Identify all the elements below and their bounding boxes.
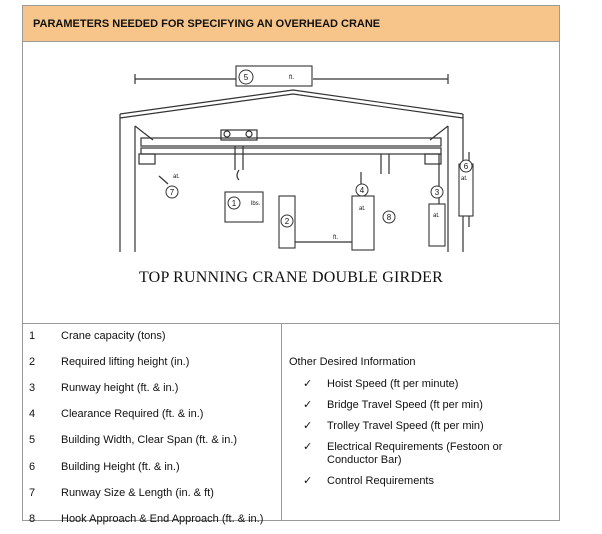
param-label: Runway Size & Length (in. & ft) (61, 487, 214, 499)
param-row: 6 Building Height (ft. & in.) (23, 458, 281, 476)
span-unit: ft. (289, 75, 294, 81)
span-box (235, 65, 313, 87)
callout-1 (227, 196, 241, 210)
diagram-caption: TOP RUNNING CRANE DOUBLE GIRDER (139, 269, 443, 286)
other-info-label: Trolley Travel Speed (ft per min) (327, 420, 484, 432)
other-info-label: Hoist Speed (ft per minute) (327, 378, 459, 390)
param-num: 5 (29, 434, 36, 446)
check-icon: ✓ (303, 475, 313, 487)
callout-7-num: 7 (170, 188, 175, 197)
other-info-label: Electrical Requirements (Festoon or Cond… (327, 441, 503, 466)
callout-4-num: 4 (360, 186, 365, 195)
other-info-title: Other Desired Information (289, 356, 416, 368)
param-num: 4 (29, 408, 36, 420)
roof-line (119, 89, 464, 115)
callout-5 (238, 69, 254, 85)
parameters-table: 1 Crane capacity (tons) 2 Required lifti… (23, 323, 559, 525)
param-num: 7 (29, 487, 36, 499)
param-label: Crane capacity (tons) (61, 330, 166, 342)
building-unit: at. (461, 176, 468, 182)
callout-6 (459, 159, 473, 173)
runway-height-box (428, 203, 446, 247)
param-label: Hook Approach & End Approach (ft. & in.) (61, 513, 264, 525)
param-row: 3 Runway height (ft. & in.) (23, 379, 281, 397)
check-icon: ✓ (303, 378, 313, 390)
param-row: 7 Runway Size & Length (in. & ft) (23, 484, 281, 502)
callout-7 (165, 185, 179, 199)
callout-4 (355, 183, 369, 197)
clearance-box (351, 195, 375, 251)
hook (236, 169, 240, 181)
param-label: Runway height (ft. & in.) (61, 382, 179, 394)
runway-unit: at. (433, 213, 440, 219)
callout-3-num: 3 (435, 188, 440, 197)
lift-unit: ft. (333, 235, 338, 241)
param-row: 8 Hook Approach & End Approach (ft. & in… (23, 510, 281, 528)
callout-1-num: 1 (232, 199, 237, 208)
bridge-girder (140, 137, 442, 147)
clearance-unit: at. (359, 206, 366, 212)
param-label: Building Height (ft. & in.) (61, 461, 180, 473)
param-row: 1 Crane capacity (tons) (23, 327, 281, 345)
param-num: 8 (29, 513, 36, 525)
panel-header: PARAMETERS NEEDED FOR SPECIFYING AN OVER… (23, 6, 559, 42)
callout-2-num: 2 (285, 217, 290, 226)
callout-8 (382, 210, 396, 224)
crane-spec-panel: PARAMETERS NEEDED FOR SPECIFYING AN OVER… (22, 5, 560, 525)
check-icon: ✓ (303, 420, 313, 432)
param-row: 5 Building Width, Clear Span (ft. & in.) (23, 431, 281, 449)
param-label: Clearance Required (ft. & in.) (61, 408, 204, 420)
check-icon: ✓ (303, 399, 313, 411)
param-row: 4 Clearance Required (ft. & in.) (23, 405, 281, 423)
param-row: 2 Required lifting height (in.) (23, 353, 281, 371)
check-icon: ✓ (303, 441, 313, 453)
callout-8-num: 8 (387, 213, 392, 222)
param-num: 1 (29, 330, 36, 342)
capacity-unit: lbs. (251, 201, 261, 207)
callout-3 (430, 185, 444, 199)
param-label: Building Width, Clear Span (ft. & in.) (61, 434, 238, 446)
callout-5-num: 5 (244, 73, 249, 82)
param-label: Required lifting height (in.) (61, 356, 190, 368)
param-num: 3 (29, 382, 36, 394)
column-divider (281, 324, 282, 521)
callout-2 (280, 214, 294, 228)
trolley (220, 129, 258, 141)
panel-title: PARAMETERS NEEDED FOR SPECIFYING AN OVER… (33, 18, 381, 30)
crane-drawing: 5 7 1 2 4 8 3 6 ft. lbs. ft. at. at. at.… (119, 65, 474, 252)
callout-6-num: 6 (464, 162, 469, 171)
runway-size-unit: at. (173, 174, 180, 180)
param-num: 6 (29, 461, 36, 473)
other-info-label: Control Requirements (327, 475, 434, 487)
other-info-label: Bridge Travel Speed (ft per min) (327, 399, 483, 411)
param-num: 2 (29, 356, 36, 368)
crane-diagram: 5 7 1 2 4 8 3 6 ft. lbs. ft. at. at. at.… (23, 42, 559, 323)
